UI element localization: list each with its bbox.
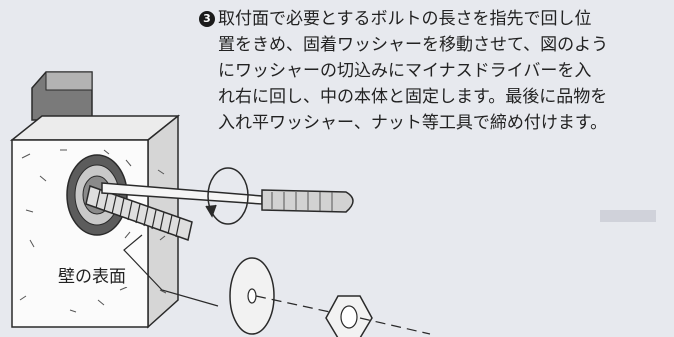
- rotation-arrow: [205, 167, 249, 225]
- background-watermark: [600, 210, 656, 222]
- instruction-line-4: れ右に回し、中の本体と固定します。最後に品物を: [218, 87, 608, 107]
- instruction-line-2: 置をきめ、固着ワッシャーを移動させて、図のよう: [218, 35, 609, 55]
- center-line: [255, 295, 431, 335]
- instruction-line-5: 入れ平ワッシャー、ナット等工具で締め付けます。: [218, 113, 608, 133]
- wall-surface-label: 壁の表面: [56, 262, 128, 287]
- mounted-bracket: [31, 71, 93, 121]
- hex-nut: [325, 295, 373, 337]
- flat-washer: [229, 257, 275, 335]
- step-number-badge: 3: [199, 11, 215, 27]
- label-leader: [123, 234, 219, 307]
- instruction-line-3: にワッシャーの切込みにマイナスドライバーを入: [218, 61, 592, 81]
- screwdriver: [101, 182, 354, 213]
- threaded-bolt: [85, 185, 193, 241]
